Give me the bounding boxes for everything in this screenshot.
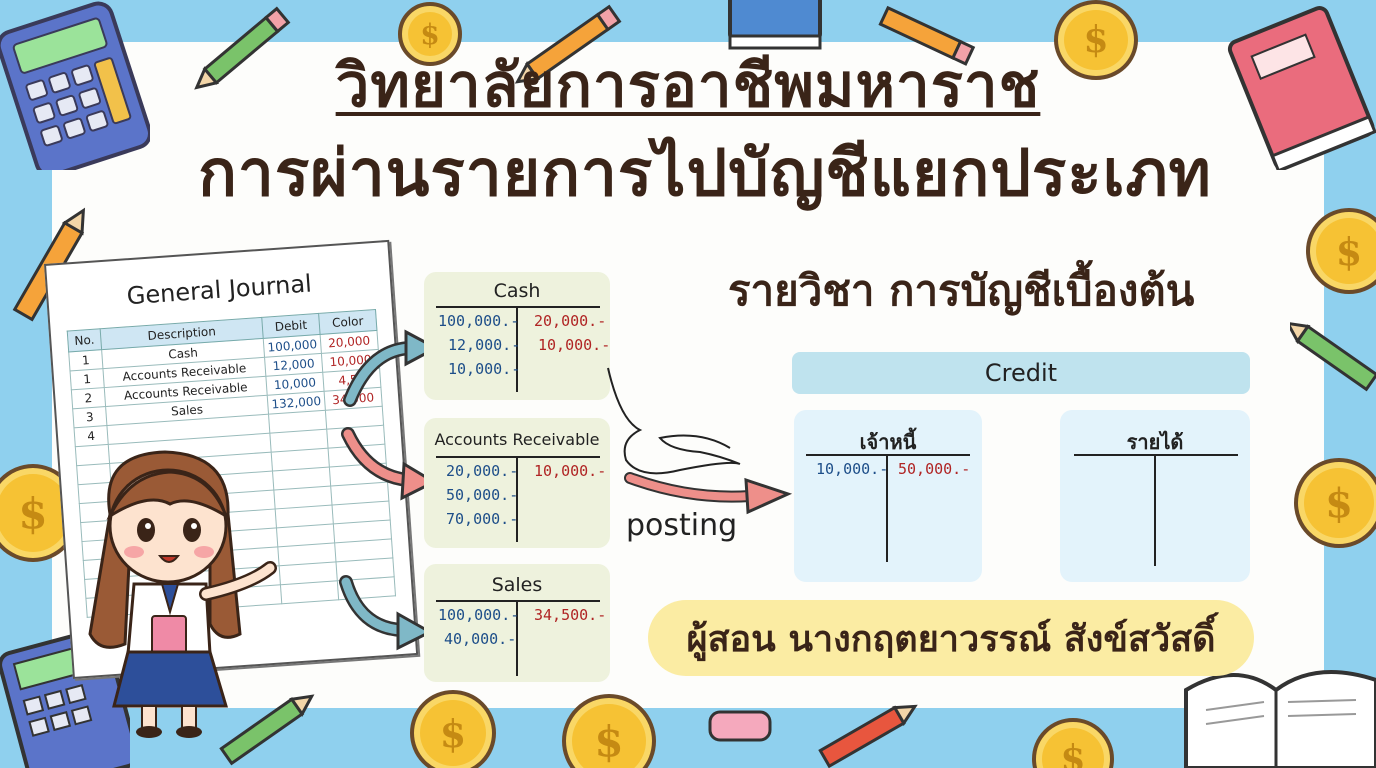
coin-icon: $ [1294,458,1376,548]
debit-amount: 70,000.- [446,510,519,528]
book-icon [1227,6,1376,170]
arrow-icon [341,427,438,501]
pencil-icon [194,6,291,90]
ledger-name: Cash [493,280,541,302]
coin-icon: $ [1032,718,1114,768]
ledger-creditor: เจ้าหนี้ 10,000.- 50,000.- [794,410,982,582]
pencil-icon [219,694,315,766]
row-no: 1 [68,349,103,371]
eraser-icon [708,710,772,742]
ledger-accounts-receivable: Accounts Receivable 20,000.- 50,000.- 70… [424,418,610,548]
debit-amount: 20,000.- [446,462,519,480]
arrow-icon [343,329,440,407]
debit-amount: 40,000.- [444,630,517,648]
ledger-name: รายได้ [1126,430,1184,454]
pencil-icon [1290,321,1376,392]
ledger-name: Sales [491,574,543,596]
debit-amount: 100,000.- [438,606,520,624]
debit-amount: 100,000.- [438,312,520,330]
subject-label: รายวิชา การบัญชีเบื้องต้น [728,266,1195,315]
row-no: 2 [71,387,106,409]
debit-amount: 12,000.- [448,336,521,354]
college-title: วิทยาลัยการอาชีพมหาราช [335,51,1041,121]
debit-amount: 10,000.- [816,460,889,478]
arrow-icon [339,575,434,651]
debit-amount: 10,000.- [448,360,521,378]
pencil-icon [514,4,622,84]
credit-header: Credit [792,352,1250,394]
pencil-icon [878,5,976,66]
open-book-icon [1184,670,1376,768]
coin-icon: $ [1054,0,1138,80]
coin-icon: $ [410,690,496,768]
posting-arrow-icon [607,367,793,515]
calculator-icon [0,1,150,170]
debit-amount: 50,000.- [446,486,519,504]
coin-icon: $ [562,694,656,768]
row-no: 1 [70,368,105,390]
ledger-cash: Cash 100,000.- 12,000.- 10,000.- 20,000.… [424,272,610,400]
lesson-title: การผ่านรายการไปบัญชีแยกประเภท [198,137,1212,211]
credit-amount: 50,000.- [898,460,971,478]
posting-label: posting [626,508,738,543]
credit-amount: 10,000.- [534,462,607,480]
coin-icon: $ [1306,208,1376,294]
teacher-name: ผู้สอน นางกฤตยาวรรณ์ สังข์สวัสดิ์ [648,600,1254,676]
student-girl-illustration [88,450,277,738]
ledger-name: เจ้าหนี้ [859,430,917,454]
ledger-sales: Sales 100,000.- 40,000.- 34,500.- [424,564,610,682]
pencil-icon [818,704,918,768]
credit-amount: 20,000.- [534,312,607,330]
credit-amount: 34,500.- [534,606,607,624]
row-no: 3 [72,406,107,428]
coin-icon: $ [398,2,462,66]
book-icon [728,0,822,50]
column-header: No. [67,328,102,352]
credit-amount: 10,000.- [538,336,611,354]
ledger-name: Accounts Receivable [434,430,600,449]
ledger-revenue: รายได้ [1060,410,1250,582]
journal-title: General Journal [125,269,313,311]
